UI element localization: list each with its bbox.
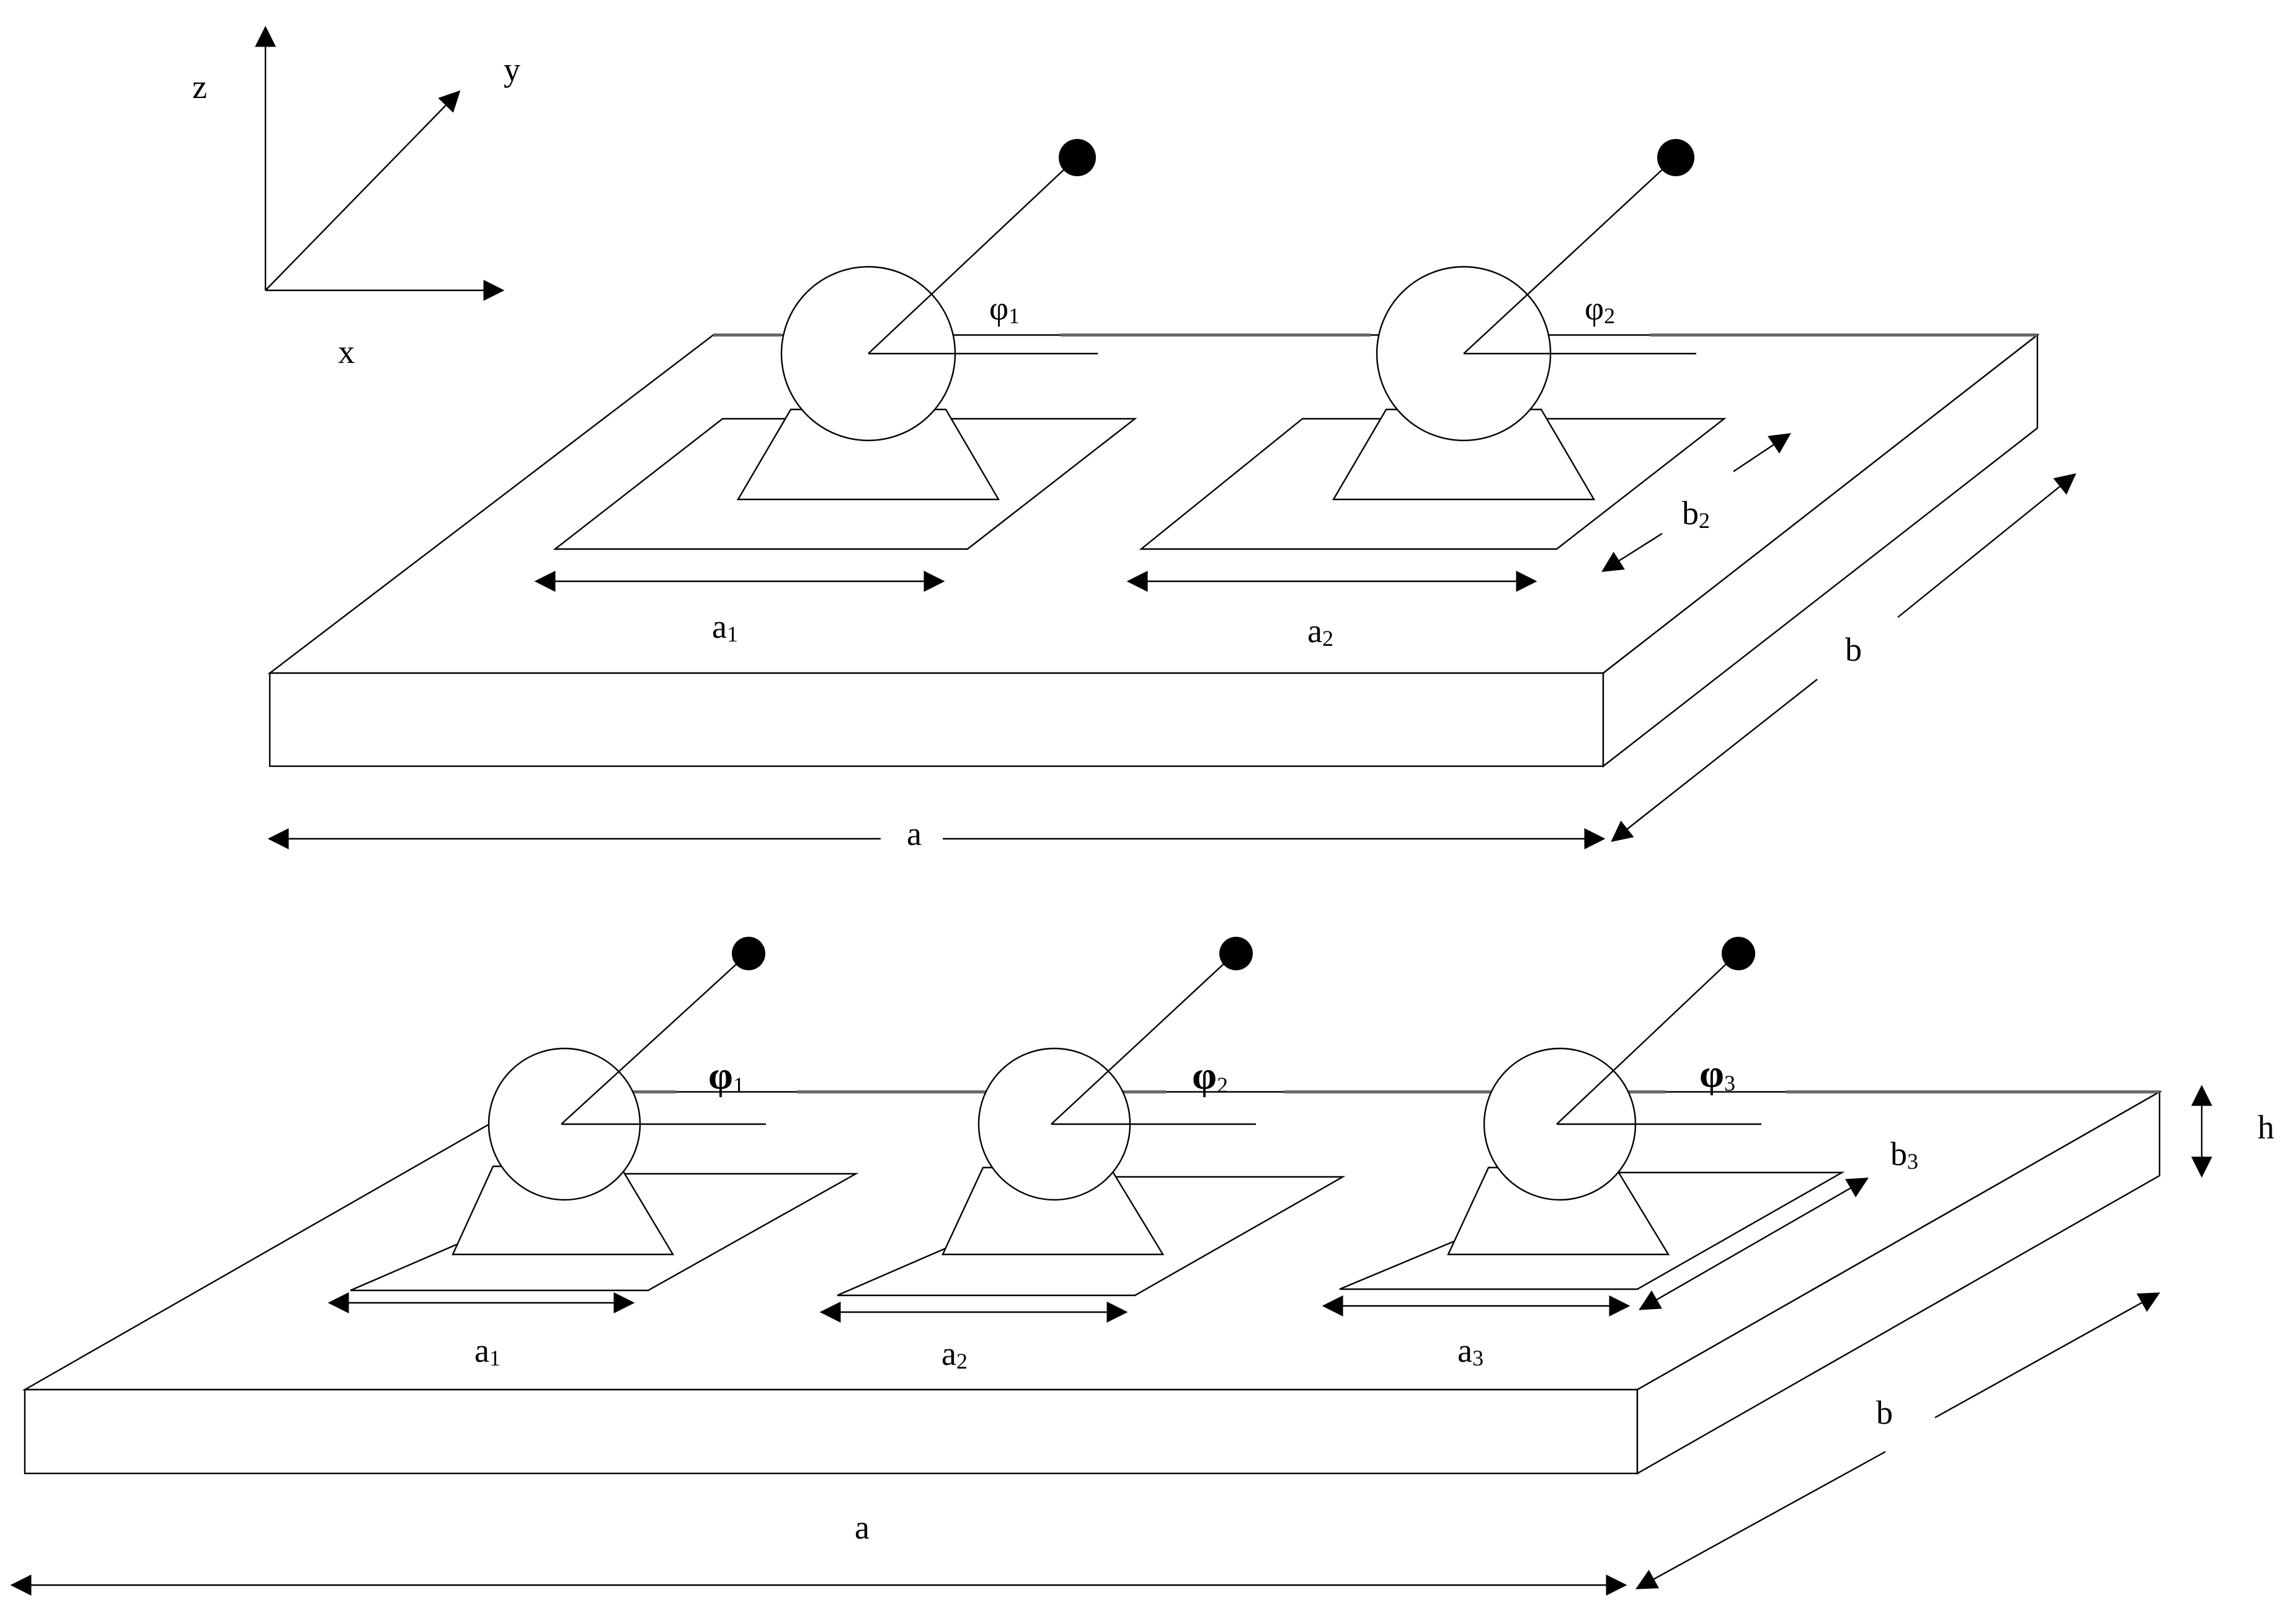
pendulum-rod: [1051, 954, 1235, 1125]
pendulum-bob: [1722, 937, 1755, 970]
dimension-label-b3: b3: [1890, 1135, 1918, 1174]
base-plate: [553, 418, 1137, 550]
pendulum-rod: [561, 954, 748, 1125]
x-axis-label: x: [338, 333, 355, 370]
pendulum-bob: [1219, 937, 1253, 970]
top-system: φ1 φ2 a1 a2 b2 a b: [267, 139, 2076, 852]
bottom-pendulum-2: [837, 937, 1346, 1297]
base-plate: [350, 1173, 859, 1292]
top-pendulum-2: [1139, 139, 1727, 550]
dimension-arrow-b2-up: [1733, 433, 1791, 472]
angle-label-phi3: φ3: [1699, 1052, 1735, 1096]
pendulum-rod: [1556, 954, 1737, 1125]
top-platform-slab: [267, 333, 2040, 768]
dimension-label-a1: a1: [474, 1332, 501, 1370]
base-plate: [1139, 418, 1727, 550]
y-axis-label: y: [504, 51, 520, 88]
angle-label-phi1: φ1: [989, 290, 1020, 328]
dimension-label-a: a: [855, 1509, 870, 1546]
dimension-label-b: b: [1876, 1394, 1893, 1431]
z-axis-label: z: [192, 68, 207, 105]
top-pendulum-1: [553, 139, 1137, 550]
dimension-label-h: h: [2258, 1109, 2274, 1146]
dimension-arrow-b-up: [1897, 473, 2076, 618]
pendulum-bob: [1059, 139, 1096, 176]
dimension-label-a: a: [907, 815, 922, 852]
dimension-label-b2: b2: [1682, 494, 1710, 533]
dimension-label-a2: a2: [1307, 612, 1333, 651]
angle-label-phi2: φ2: [1585, 290, 1615, 328]
pendulum-rod: [868, 158, 1077, 354]
pendulum-rod: [1463, 158, 1675, 354]
dimension-label-a2: a2: [941, 1335, 968, 1374]
bottom-pendulum-3: [1339, 937, 1845, 1290]
coordinate-axes: z y x: [192, 25, 520, 370]
dimension-label-a1: a1: [712, 608, 738, 646]
bottom-system: φ1 φ2 φ3 a1 a2 a3 b3 a b h: [10, 937, 2274, 1596]
angle-label-phi1: φ1: [708, 1053, 744, 1097]
dimension-arrow-b-down: [1611, 679, 1818, 842]
dimension-arrow-b-down: [1635, 1450, 1886, 1589]
base-plate: [1339, 1171, 1845, 1290]
dimension-arrow-b3: [1639, 1177, 1869, 1310]
pendulum-bob: [732, 937, 765, 970]
dimension-arrow-b-up: [1934, 1292, 2160, 1419]
angle-label-phi2: φ2: [1192, 1053, 1228, 1097]
dimension-label-b: b: [1845, 631, 1862, 668]
dimension-label-a3: a3: [1457, 1332, 1484, 1370]
pendulum-bob: [1657, 139, 1694, 176]
bottom-pendulum-1: [350, 937, 859, 1292]
base-plate: [837, 1176, 1346, 1297]
dimension-arrow-b2-down: [1601, 532, 1663, 572]
y-axis: [265, 90, 461, 291]
